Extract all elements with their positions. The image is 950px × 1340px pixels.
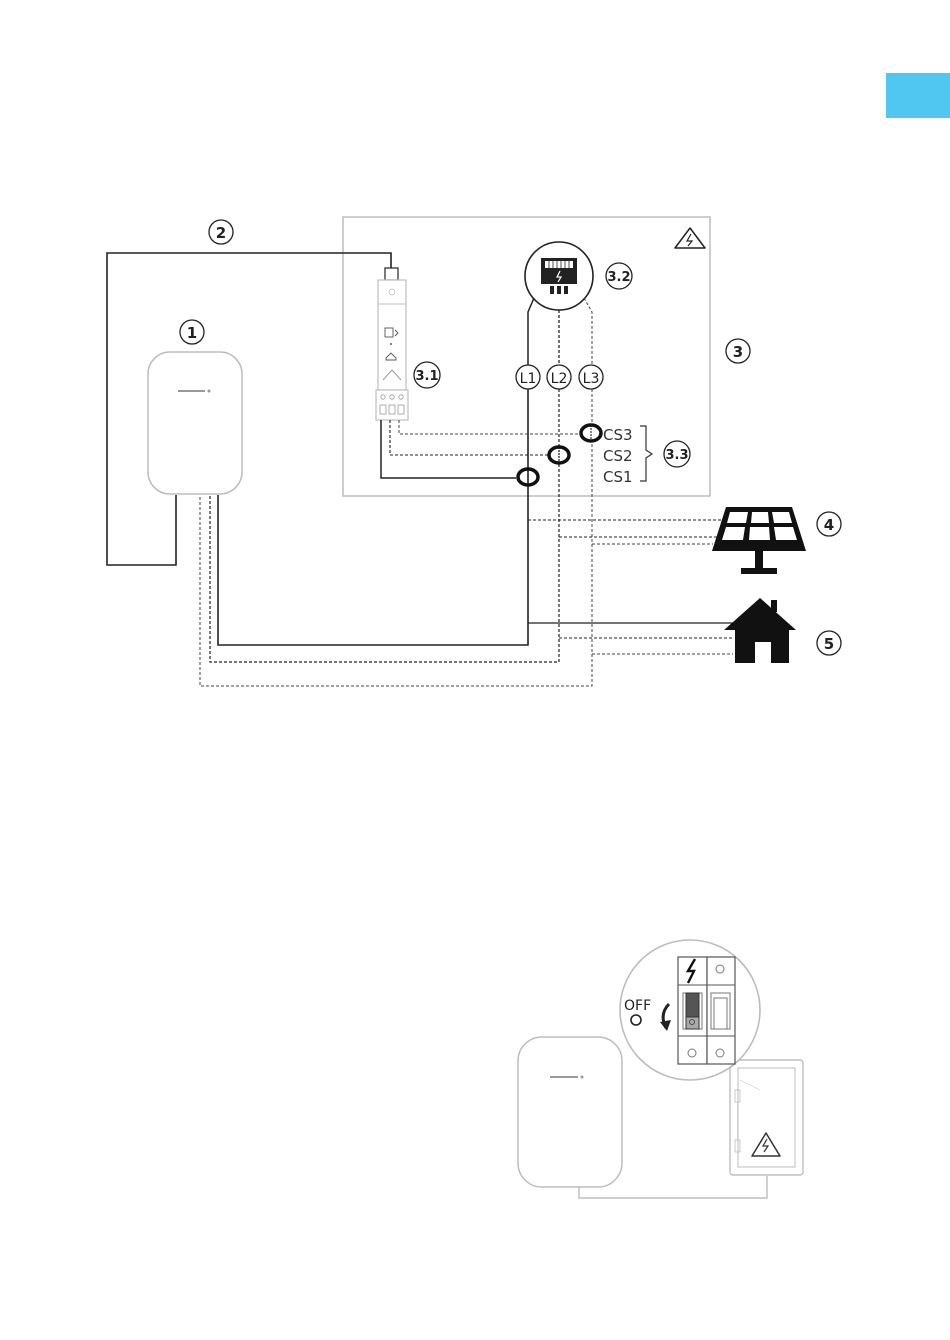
phase-line-l3-lower xyxy=(200,389,592,686)
phase-label-l1: L1 xyxy=(516,365,540,389)
callout-3-1-label: 3.1 xyxy=(415,369,438,384)
phase-line-l1-lower xyxy=(218,389,528,645)
callout-2-label: 2 xyxy=(216,224,226,242)
svg-text:L1: L1 xyxy=(520,371,537,387)
current-sensor-cs1 xyxy=(518,469,538,485)
wallbox-bottom xyxy=(518,1037,622,1187)
callout-4-label: 4 xyxy=(824,516,834,534)
meter-module xyxy=(376,268,408,420)
phase-line-l3-upper xyxy=(584,298,592,366)
callout-3-2-label: 3.2 xyxy=(607,270,630,285)
current-sensor-cs3 xyxy=(581,425,601,441)
callout-wallbox: 1 xyxy=(180,320,204,344)
phase-line-l1 xyxy=(528,298,534,366)
solar-panel-icon xyxy=(712,507,806,574)
house-icon xyxy=(724,598,796,663)
callout-current-sensors: 3.3 xyxy=(664,441,690,467)
svg-text:L2: L2 xyxy=(551,371,568,387)
sensor-wire-cs2 xyxy=(390,420,548,455)
callout-5-label: 5 xyxy=(824,635,834,653)
sensor-label-cs1: CS1 xyxy=(603,468,633,486)
phase-label-l2: L2 xyxy=(547,365,571,389)
callout-distribution-board: 3 xyxy=(726,339,750,363)
callout-smart-meter: 3.2 xyxy=(606,263,632,289)
sensor-wire-cs1 xyxy=(381,420,516,478)
current-sensor-cs2 xyxy=(549,447,569,463)
sensor-wire-cs3 xyxy=(399,420,580,434)
callout-meter-module: 3.1 xyxy=(414,362,440,388)
sensor-label-cs2: CS2 xyxy=(603,447,633,465)
callout-3-3-label: 3.3 xyxy=(665,448,688,463)
callout-3-label: 3 xyxy=(733,343,743,361)
phase-label-l3: L3 xyxy=(579,365,603,389)
callout-1-label: 1 xyxy=(187,324,197,342)
callout-solar: 4 xyxy=(817,512,841,536)
callout-comm-cable: 2 xyxy=(209,220,233,244)
warning-triangle-icon xyxy=(675,228,705,248)
sensor-label-cs3: CS3 xyxy=(603,426,633,444)
callout-house: 5 xyxy=(817,631,841,655)
distribution-board-bottom xyxy=(730,1060,803,1175)
wallbox-unit xyxy=(148,352,242,494)
smart-meter xyxy=(525,242,593,310)
sensor-bracket xyxy=(640,426,652,481)
off-label: OFF xyxy=(624,998,651,1014)
svg-text:L3: L3 xyxy=(583,371,600,387)
phase-line-l2-lower xyxy=(210,389,559,662)
